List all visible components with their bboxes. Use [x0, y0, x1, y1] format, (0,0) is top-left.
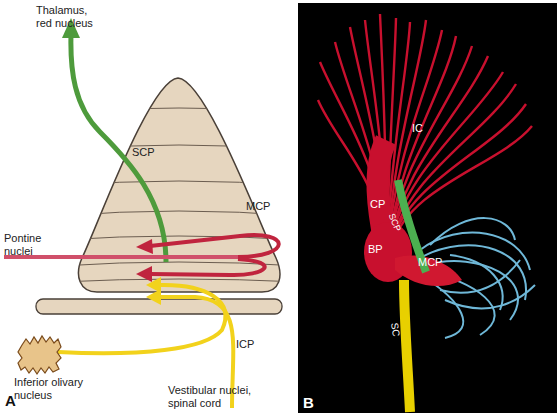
tract-label: IC — [412, 122, 423, 135]
mcp-tract — [150, 235, 279, 257]
tract-label: CP — [370, 198, 385, 211]
nucleus-label: Inferior olivary nucleus — [14, 376, 104, 402]
tract-label: SC — [388, 322, 402, 337]
icp-tract — [58, 285, 225, 353]
arrowhead — [146, 289, 161, 305]
arrowhead — [136, 266, 152, 282]
peduncle-label: ICP — [236, 338, 254, 351]
peduncle-label: MCP — [246, 200, 270, 213]
tract-label: MCP — [418, 256, 442, 269]
arrowhead — [136, 239, 153, 254]
cerebellum-outline — [78, 78, 279, 292]
scp-tract — [71, 34, 166, 262]
spinocerebellar-bundle — [404, 280, 410, 412]
mcp-tract — [150, 259, 265, 275]
tractography-panel — [298, 3, 557, 413]
inferior-olive — [18, 336, 61, 374]
peduncle-label: SCP — [132, 146, 155, 159]
corticopontine-fibers — [318, 14, 532, 245]
nucleus-label: Pontine nuclei — [4, 232, 52, 258]
panel-letter: B — [303, 394, 314, 411]
target-label: Thalamus, red nucleus — [36, 4, 100, 30]
mcp-tract — [4, 255, 238, 259]
tract-label: BP — [368, 243, 383, 256]
source-label: Vestibular nuclei, spinal cord — [168, 384, 272, 410]
